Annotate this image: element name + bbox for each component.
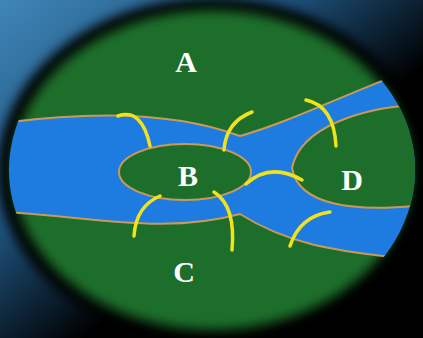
bridge [214,192,233,250]
bridge [290,212,330,246]
region-label: B [178,161,198,191]
bridge [134,196,160,236]
bridge [224,112,252,150]
region-label: D [341,165,363,195]
region-label: A [175,47,197,77]
bridge [246,172,302,184]
bridge [118,115,150,146]
river [0,62,423,262]
land-d [292,104,423,208]
bridge [306,100,336,146]
island-b [119,144,251,200]
region-label: C [173,257,195,287]
